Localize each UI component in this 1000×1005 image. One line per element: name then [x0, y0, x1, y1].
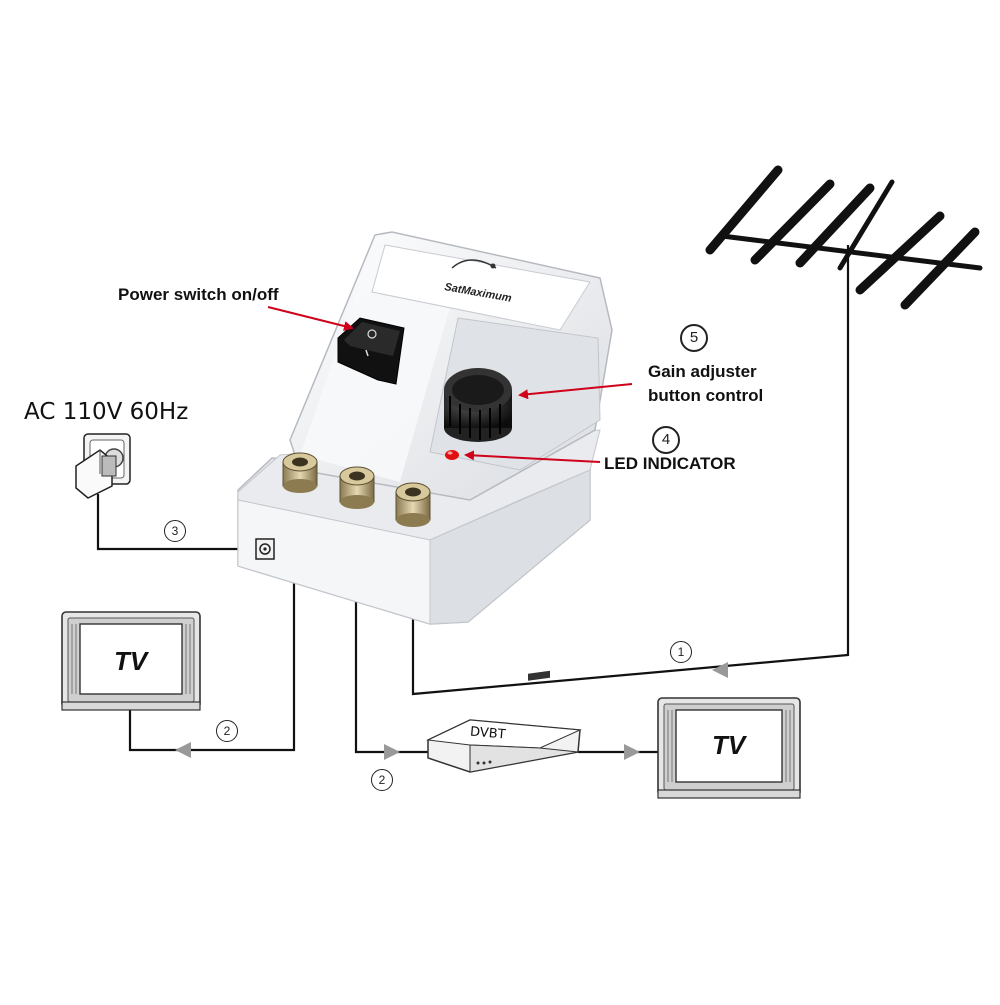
f-connector-output-2: [395, 482, 431, 527]
pointer-arrows: [267, 306, 633, 463]
power-switch[interactable]: [337, 317, 405, 385]
dvbt-receiver: [426, 670, 582, 773]
dc-power-jack: [255, 538, 275, 560]
power-switch-label: Power switch on/off: [118, 285, 279, 304]
tv-right: [657, 697, 801, 799]
callout-tv-cable: 2: [216, 720, 238, 742]
dvbt-label: DVBT: [469, 724, 507, 743]
flow-arrow-dvbt-in-icon: [384, 744, 400, 760]
ac-power-label: AC 110V 60Hz: [24, 399, 189, 425]
tv-left-cable: [128, 480, 296, 752]
gain-knob[interactable]: [444, 368, 512, 442]
flow-arrow-tv-right-icon: [624, 744, 640, 760]
power-cable: [96, 494, 258, 551]
flow-arrow-tv-left-icon: [175, 742, 191, 758]
amplifier-device: [237, 231, 613, 625]
callout-dvbt-cable: 2: [371, 769, 393, 791]
flow-arrows: [175, 662, 728, 760]
led-label: LED INDICATOR: [604, 454, 736, 473]
flow-arrow-antenna-icon: [712, 662, 728, 678]
f-connector-output-1: [339, 466, 375, 509]
wall-outlet-icon: [75, 433, 131, 499]
antenna-icon: [705, 165, 983, 310]
gain-label-line2: button control: [648, 386, 764, 405]
pointer-gain-knob: [518, 383, 633, 400]
callout-power-cable: 3: [164, 520, 186, 542]
tv-left: [61, 611, 201, 711]
callout-led: 4: [652, 426, 680, 454]
pointer-power-switch: [267, 306, 354, 331]
tv-left-label: TV: [114, 646, 148, 676]
tv-right-label: TV: [712, 730, 746, 760]
pointer-led: [464, 450, 601, 463]
led-indicator-icon: [445, 450, 459, 460]
f-connector-input: [282, 452, 318, 493]
callout-gain: 5: [680, 324, 708, 352]
callout-antenna-cable: 1: [670, 641, 692, 663]
gain-label-line1: Gain adjuster: [648, 362, 757, 381]
